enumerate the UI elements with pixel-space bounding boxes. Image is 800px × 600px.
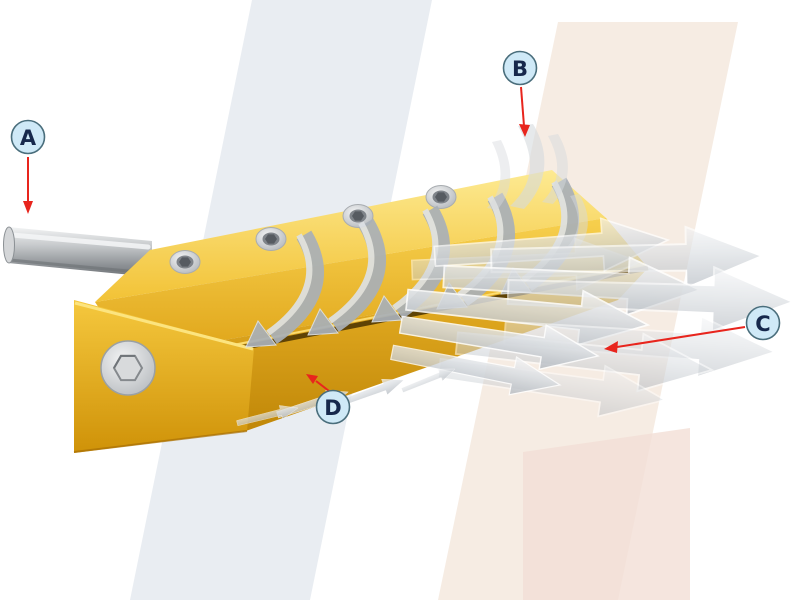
top-hex-screws [169, 185, 457, 274]
hex-socket [435, 192, 447, 202]
arrow-head [307, 308, 339, 336]
tube-end-cap [3, 226, 15, 264]
label-marker-a: A [10, 119, 46, 155]
hex-socket [179, 257, 191, 267]
tube-highlight [9, 232, 151, 250]
pointer-arrow-b [519, 86, 530, 137]
block-bottom-edge [73, 430, 248, 453]
label-circle [502, 50, 538, 86]
label-letter-c: C [755, 312, 770, 336]
pointer-head [23, 201, 33, 214]
label-circle [10, 119, 46, 155]
label-circle [315, 389, 351, 425]
pointer-arrows [23, 86, 746, 392]
pointer-arrow-a [23, 157, 33, 214]
hex-socket [265, 234, 277, 244]
hex-socket [352, 211, 364, 221]
air-wisp [510, 124, 545, 209]
front-hex-screw [100, 340, 156, 396]
arrow-shaft [329, 218, 387, 333]
pointer-arrow-c [604, 326, 746, 353]
label-circle [745, 305, 781, 341]
air-wisp [542, 134, 568, 204]
tube-shadow-line [9, 258, 151, 275]
background-accent-pink [523, 428, 690, 600]
air-inlet-tube [3, 226, 152, 277]
pointer-head [604, 341, 618, 353]
hex-screw [169, 250, 201, 274]
label-letter-a: A [20, 126, 37, 150]
pointer-line [616, 326, 746, 348]
hex-screw [255, 227, 287, 251]
body-top-face [95, 170, 606, 302]
pointer-head [306, 374, 318, 384]
air-wisp [487, 140, 511, 210]
pointer-line [520, 86, 525, 127]
arrow-shaft [267, 230, 325, 345]
arrow-head [245, 320, 277, 348]
label-marker-c: C [745, 305, 781, 341]
hex-screw [342, 204, 374, 228]
label-markers: A B C D [10, 50, 781, 425]
arrow-highlight [266, 233, 313, 336]
label-letter-d: D [324, 396, 341, 420]
pointer-head [519, 124, 530, 137]
arrow-head [371, 295, 403, 323]
curved-flow-arrow [245, 230, 325, 348]
pointer-arrow-d [306, 374, 330, 392]
label-marker-d: D [315, 389, 351, 425]
block-top-bevel [74, 301, 254, 351]
hex-screw [425, 185, 457, 209]
hex-socket-shadow [113, 354, 135, 369]
arrow-highlight [328, 221, 375, 324]
label-letter-b: B [512, 57, 528, 81]
label-marker-b: B [502, 50, 538, 86]
pointer-line [315, 380, 330, 392]
curved-flow-arrow [307, 218, 387, 336]
